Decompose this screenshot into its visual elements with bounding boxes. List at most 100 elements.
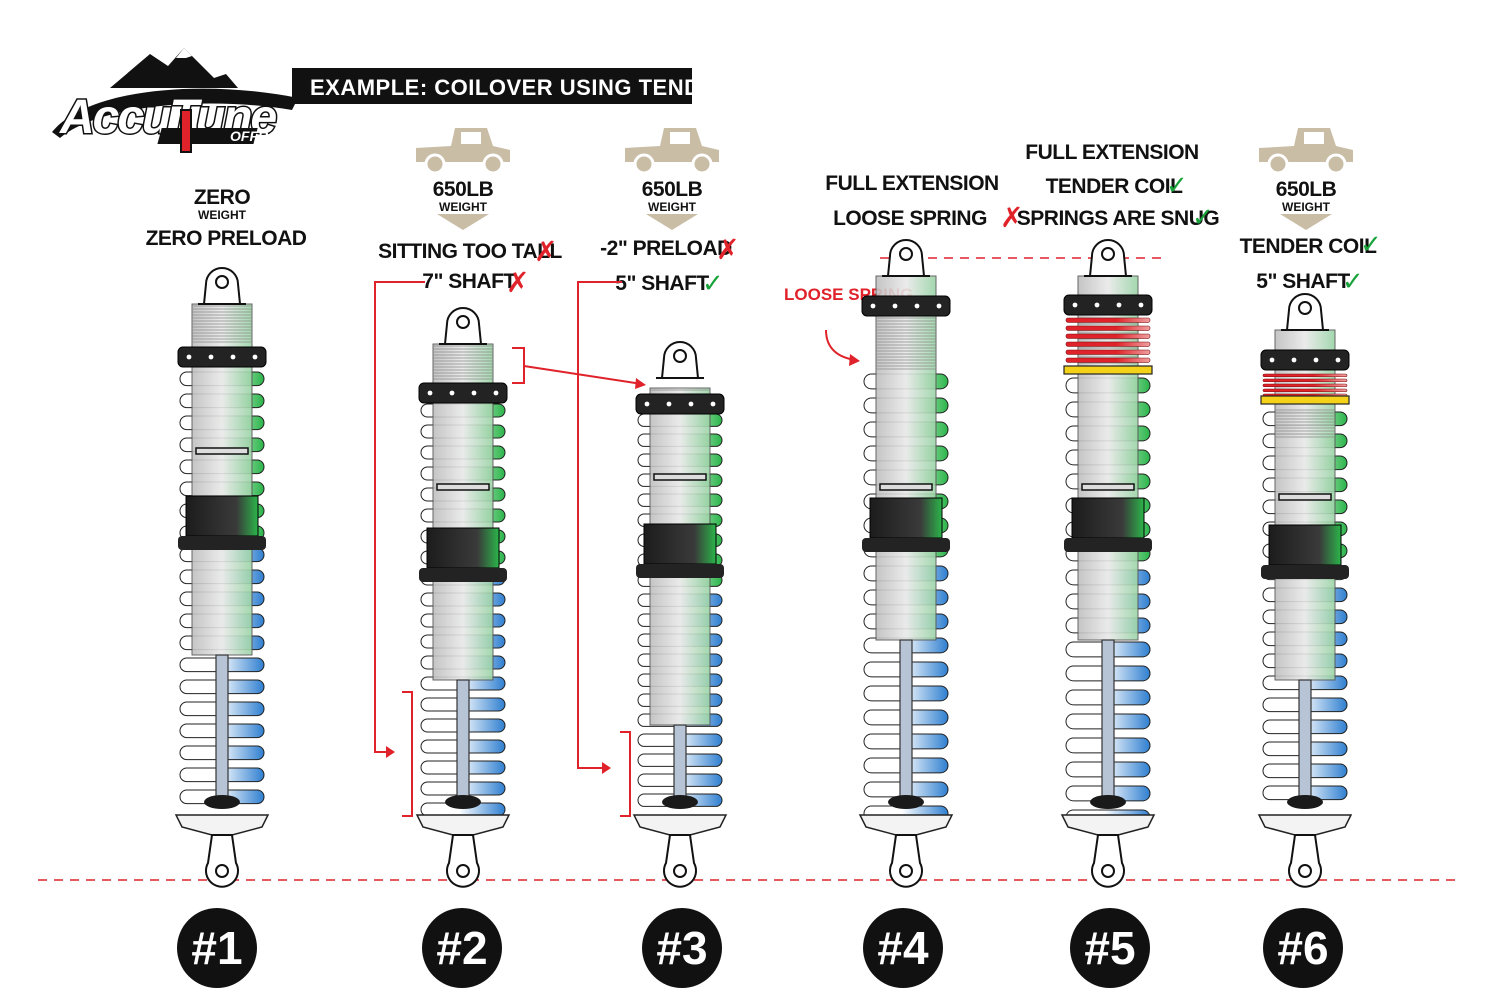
labels: ZERO WEIGHT ZERO PRELOAD 650LB WEIGHT SI… <box>146 141 1382 304</box>
truck-window <box>670 132 690 144</box>
lower-eyelet <box>889 834 923 888</box>
shock2-line2-mark: ✗ <box>506 266 529 299</box>
top-collar <box>1260 349 1350 371</box>
slider-ring <box>178 536 266 550</box>
collar-bolt <box>892 303 898 309</box>
shock6-line2: 5" SHAFT <box>1256 270 1350 293</box>
truck-wheel <box>482 153 504 175</box>
bump-stop <box>445 795 481 809</box>
tender-coil <box>1065 357 1151 363</box>
lower-spring-seat <box>415 814 511 836</box>
lower-eyelet <box>1288 834 1322 888</box>
shock1-weight-unit: WEIGHT <box>198 208 247 222</box>
eyelet-hole <box>1298 301 1312 315</box>
shaft-length-connector <box>577 281 622 769</box>
eyelet-hole <box>1298 864 1312 878</box>
eyelet-hole <box>899 247 913 261</box>
piston-marker <box>436 483 490 491</box>
shock2-line1: SITTING TOO TALL <box>378 240 562 263</box>
shock-number-label: #5 <box>1084 922 1135 974</box>
logo-shock-icon <box>180 109 192 153</box>
eyelet-hole <box>215 864 229 878</box>
truck-wheel <box>691 153 713 175</box>
eyelet-hole <box>1101 864 1115 878</box>
bump-stop <box>662 795 698 809</box>
collar-bolt <box>710 401 716 407</box>
header-bar: EXAMPLE: COILOVER USING TENDER COIL <box>292 68 793 104</box>
shock-shaft <box>673 724 687 801</box>
shock-body <box>1274 329 1336 681</box>
shock4-line2: LOOSE SPRING <box>833 207 987 230</box>
crossover-ring <box>1260 395 1350 405</box>
truck-icon <box>1259 128 1353 175</box>
shock2-line2: 7" SHAFT <box>422 270 516 293</box>
collar-bolt <box>186 354 192 360</box>
shock-absorber <box>632 341 728 888</box>
truck-wheel <box>1267 153 1289 175</box>
eyelet-hole <box>673 349 687 363</box>
slider-collar <box>869 497 943 539</box>
collar-bolt <box>230 354 236 360</box>
eyelet-hole <box>456 315 470 329</box>
shock5-line1: FULL EXTENSION <box>1025 141 1198 164</box>
shock-absorber <box>1257 293 1353 888</box>
weight-arrow-icon <box>646 214 698 230</box>
top-collar <box>418 382 508 404</box>
bump-stop <box>204 795 240 809</box>
slider-ring <box>636 564 724 578</box>
shock2-weight-unit: WEIGHT <box>439 200 488 214</box>
shock2-weight-value: 650LB <box>433 178 494 201</box>
piston-marker <box>195 447 249 455</box>
truck-icon <box>625 128 719 175</box>
shaft-length-bracket <box>620 731 631 817</box>
shock6-line2-mark: ✓ <box>1342 267 1364 297</box>
lower-spring-seat <box>1257 814 1353 836</box>
brackets-layer <box>374 281 860 817</box>
weight-arrow-icon <box>1280 214 1332 230</box>
collar-bolt <box>1269 357 1275 363</box>
arrow-head-icon <box>849 354 860 366</box>
slider-collar <box>643 523 717 565</box>
shock5-line3: SPRINGS ARE SNUG <box>1017 207 1220 230</box>
logo-swoosh <box>52 88 298 138</box>
shock-number-label: #3 <box>656 922 707 974</box>
shock4-line2-mark: ✗ <box>1000 201 1023 234</box>
truck-wheel <box>633 153 655 175</box>
tender-coil <box>1262 373 1348 378</box>
shock-absorber <box>1060 239 1156 888</box>
shaft-length-bracket <box>402 691 413 817</box>
tender-coil <box>1065 341 1151 347</box>
truck-wheel <box>424 153 446 175</box>
preload-connector <box>523 365 643 385</box>
snow-cap-icon <box>176 48 192 58</box>
shock1-line1: ZERO PRELOAD <box>146 227 307 250</box>
bump-stop <box>888 795 924 809</box>
shock-absorber <box>858 239 954 888</box>
slider-ring <box>419 568 507 582</box>
shock-absorber <box>174 267 270 888</box>
shock3-weight-value: 650LB <box>642 178 703 201</box>
piston-marker <box>879 483 933 491</box>
shock-absorber <box>415 307 511 888</box>
shock-number-badge <box>1263 908 1343 988</box>
piston-marker <box>653 473 707 481</box>
shock-number-label: #2 <box>436 922 487 974</box>
collar-bolt <box>1291 357 1297 363</box>
accutune-logo: AccuTune OFFROAD <box>52 48 299 153</box>
collar-bolt <box>870 303 876 309</box>
arrow-head-icon <box>386 746 395 758</box>
piston-marker <box>1081 483 1135 491</box>
lower-spring-seat <box>632 814 728 836</box>
shock3-line1: -2" PRELOAD <box>600 237 732 260</box>
collar-bolt <box>1138 302 1144 308</box>
lower-spring-seat <box>1060 814 1156 836</box>
lower-eyelet <box>1091 834 1125 888</box>
collar-bolt <box>666 401 672 407</box>
crossover-ring <box>1063 365 1153 375</box>
shock3-weight-unit: WEIGHT <box>648 200 697 214</box>
weight-arrow-icon <box>437 214 489 230</box>
collar-bolt <box>1116 302 1122 308</box>
header-background <box>292 68 692 104</box>
collar-bolt <box>252 354 258 360</box>
eyelet-hole <box>1101 247 1115 261</box>
